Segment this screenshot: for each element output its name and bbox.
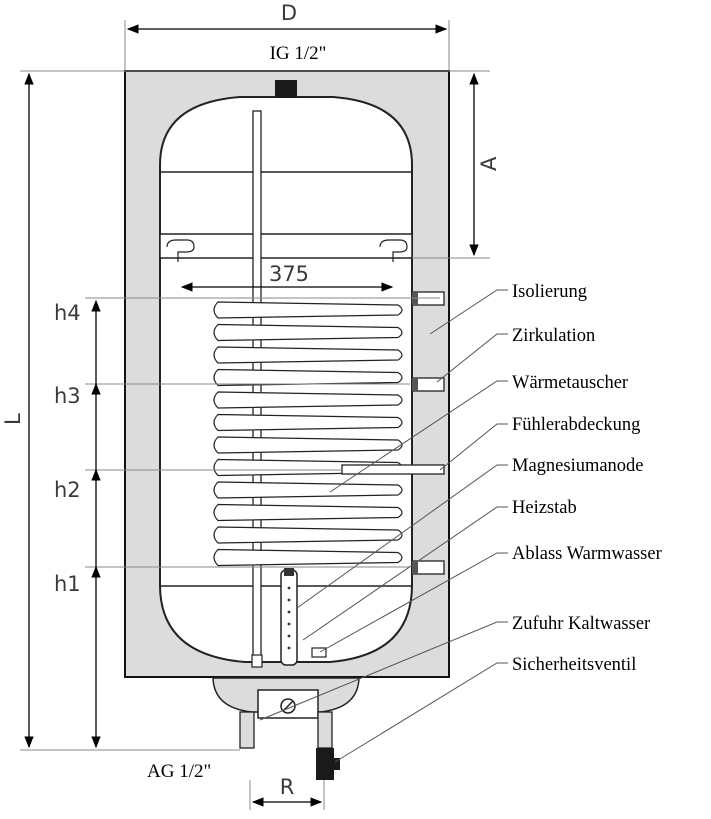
label-sicherheitsventil: Sicherheitsventil: [512, 655, 636, 675]
coil-turn: [213, 526, 403, 544]
label-heizstab: Heizstab: [512, 498, 577, 518]
safety-valve: [316, 748, 334, 780]
dim-A: A: [477, 156, 501, 171]
connector-h2: [341, 464, 445, 475]
dim-L: L: [1, 413, 25, 425]
coil-turn: [213, 391, 403, 409]
dim-D: D: [281, 1, 297, 25]
top-connector: [275, 80, 297, 98]
label-fuehlerabdeckung: Fühlerabdeckung: [512, 415, 640, 435]
bracket-hook-left: [166, 239, 195, 262]
coil-turn: [213, 301, 403, 319]
label-waermetauscher: Wärmetauscher: [512, 373, 628, 393]
dim-h2: h2: [54, 478, 81, 502]
anode-cap: [284, 568, 294, 576]
dim-h1: h1: [54, 572, 81, 596]
coil-turn: [213, 323, 403, 342]
bracket-hook-right: [379, 239, 408, 262]
dim-375: 375: [269, 262, 309, 286]
connection-top: IG 1/2": [270, 43, 327, 64]
vertical-pipe: [252, 110, 262, 667]
heater-base: [251, 654, 263, 668]
label-zufuhr-kaltwasser: Zufuhr Kaltwasser: [512, 614, 650, 634]
coil-turn: [213, 503, 403, 522]
dimension-arrows: [24, 24, 479, 807]
leader-lines: [259, 289, 508, 763]
outlet-pipe-left: [239, 711, 255, 749]
coil-turn: [213, 346, 403, 364]
dim-h3: h3: [54, 384, 81, 408]
label-ablass-warmwasser: Ablass Warmwasser: [512, 544, 662, 564]
heat-exchanger-coil: [213, 301, 403, 567]
coil-turn: [213, 436, 403, 454]
label-magnesiumanode: Magnesiumanode: [512, 456, 644, 476]
coil-turn: [213, 481, 403, 499]
label-zirkulation: Zirkulation: [512, 326, 595, 346]
dim-R: R: [280, 775, 295, 799]
outlet-pipe-right: [317, 711, 333, 749]
coil-turn: [213, 368, 403, 387]
dim-h4: h4: [54, 301, 81, 325]
label-isolierung: Isolierung: [512, 282, 587, 302]
anode-dots: [287, 586, 291, 650]
drain-stub: [311, 647, 327, 658]
extension-lines: [20, 20, 490, 810]
magnesium-anode: [280, 569, 298, 666]
coil-turn: [213, 413, 403, 432]
tank-bracket: [159, 233, 413, 259]
coil-turn: [213, 548, 403, 567]
connection-bottom: AG 1/2": [147, 761, 211, 782]
